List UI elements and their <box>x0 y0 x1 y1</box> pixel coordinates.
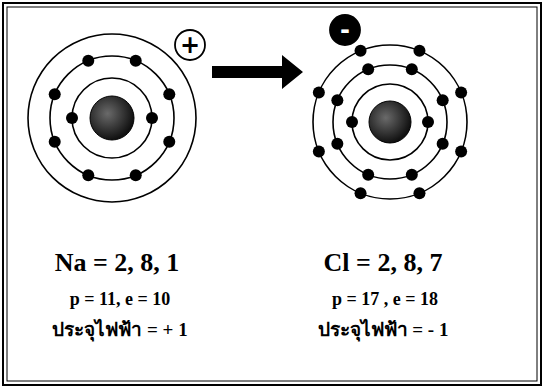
positive-charge-circle: + <box>174 29 206 61</box>
electron <box>362 63 374 75</box>
electron <box>49 136 61 148</box>
electron <box>422 116 434 128</box>
inner-frame <box>7 7 537 381</box>
electron <box>362 169 374 181</box>
electron-shell <box>50 56 174 180</box>
electron <box>406 169 418 181</box>
electron-configuration: Na = 2, 8, 1 <box>55 246 180 280</box>
electron <box>455 145 467 157</box>
circle-shape <box>330 15 360 45</box>
electron <box>163 136 175 148</box>
particle-count: p = 11, e = 10 <box>70 288 171 311</box>
charge-sign: + <box>180 33 200 57</box>
electron <box>313 87 325 99</box>
electron-shell <box>72 78 152 158</box>
nucleus <box>369 101 411 143</box>
electron-shell <box>333 65 447 179</box>
electron <box>437 94 449 106</box>
electron <box>163 88 175 100</box>
electron <box>331 138 343 150</box>
electron <box>455 87 467 99</box>
electron <box>82 55 94 67</box>
electron <box>331 94 343 106</box>
electron <box>49 88 61 100</box>
reaction-arrow <box>212 55 303 89</box>
electron <box>406 63 418 75</box>
electron <box>355 187 367 199</box>
electron <box>355 45 367 57</box>
electron <box>437 138 449 150</box>
negative-charge-circle: - <box>329 14 361 46</box>
charge-sign: - <box>340 18 350 42</box>
atom-group <box>28 34 467 202</box>
electron-shell <box>352 84 428 160</box>
electron <box>413 45 425 57</box>
electron <box>66 112 78 124</box>
circle-shape <box>175 30 205 60</box>
electron-shell <box>313 45 467 199</box>
electron <box>82 169 94 181</box>
electron <box>346 116 358 128</box>
electron <box>130 55 142 67</box>
electron <box>146 112 158 124</box>
electron-configuration: Cl = 2, 8, 7 <box>324 246 443 280</box>
electron <box>130 169 142 181</box>
charge-label: ประจุไฟฟ้า = - 1 <box>318 318 449 343</box>
electron-shell <box>28 34 196 202</box>
nucleus <box>90 96 134 140</box>
particle-count: p = 17 , e = 18 <box>332 288 438 311</box>
electron <box>313 145 325 157</box>
outer-frame <box>3 3 541 385</box>
electron <box>413 187 425 199</box>
charge-label: ประจุไฟฟ้า = + 1 <box>52 318 187 343</box>
